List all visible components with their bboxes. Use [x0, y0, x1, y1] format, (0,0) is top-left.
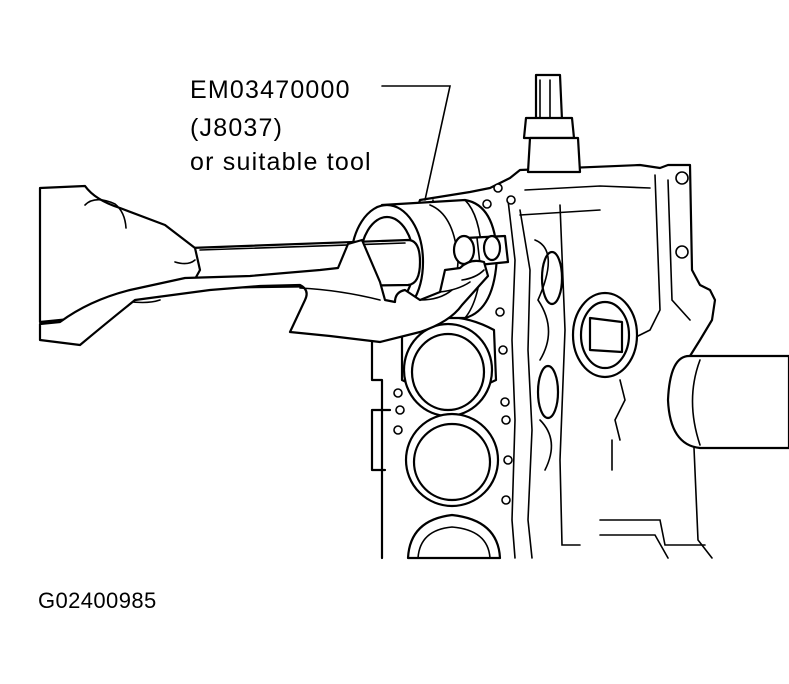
- hand-right: [38, 238, 490, 347]
- callout-leader: [381, 85, 451, 201]
- bolt-holes: [393, 171, 689, 505]
- part-number-label: EM03470000: [190, 76, 351, 104]
- cylinder-bores: [400, 315, 502, 560]
- crankshaft-rod: [666, 354, 789, 450]
- alt-part-number-label: (J8037): [190, 114, 284, 142]
- engine-block: [370, 163, 717, 560]
- water-jacket: [534, 239, 564, 471]
- side-boss: [571, 291, 639, 379]
- tool-note-label: or suitable tool: [190, 148, 372, 176]
- drive-shaft: [522, 73, 582, 174]
- figure-id-label: G02400985: [38, 588, 157, 613]
